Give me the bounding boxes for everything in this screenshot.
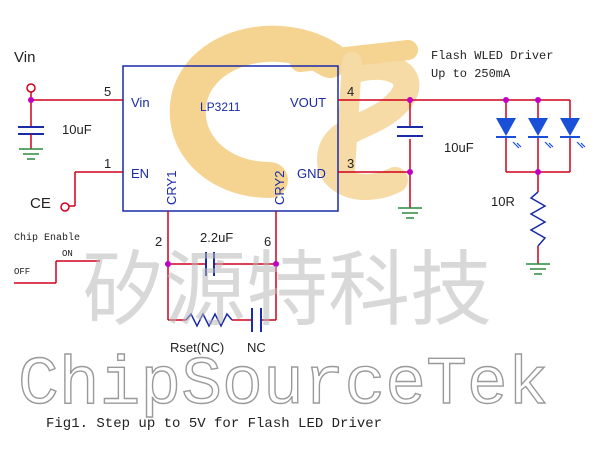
chip-pin-cry1: CRY1 bbox=[164, 171, 179, 205]
ce-label: CE bbox=[30, 195, 51, 212]
output-cap-value: 10uF bbox=[444, 140, 474, 155]
chip-body bbox=[122, 65, 339, 212]
nc-label: NC bbox=[247, 340, 266, 355]
chip-pin-en: EN bbox=[131, 166, 149, 181]
ce-terminal-icon bbox=[60, 202, 70, 212]
on-label: ON bbox=[62, 249, 73, 259]
pin-number-1: 1 bbox=[104, 156, 111, 171]
chip-pin-cry2: CRY2 bbox=[272, 171, 287, 205]
chip-name: LP3211 bbox=[200, 100, 241, 114]
nc-capacitor-icon bbox=[251, 308, 262, 332]
chip-pin-vout: VOUT bbox=[290, 95, 326, 110]
rset-label: Rset(NC) bbox=[170, 340, 224, 355]
chip-pin-vin: Vin bbox=[131, 95, 150, 110]
pin-number-2: 2 bbox=[155, 234, 162, 249]
input-ground-icon bbox=[19, 148, 43, 160]
led-2-icon bbox=[528, 118, 554, 149]
english-watermark: ChipSourceTek bbox=[18, 347, 549, 424]
junction-nodes bbox=[28, 97, 541, 267]
pin-number-6: 6 bbox=[264, 234, 271, 249]
flying-cap-value: 2.2uF bbox=[200, 230, 233, 245]
cst-logo-watermark bbox=[169, 25, 420, 201]
chip-enable-label: Chip Enable bbox=[14, 232, 80, 244]
led-ground-icon bbox=[526, 263, 550, 275]
led-1-icon bbox=[496, 118, 522, 149]
resistor-value: 10R bbox=[491, 194, 515, 209]
rset-resistor-icon bbox=[185, 312, 233, 328]
pin-number-4: 4 bbox=[347, 84, 354, 99]
vin-label: Vin bbox=[14, 49, 35, 66]
pin-number-5: 5 bbox=[104, 84, 111, 99]
figure-caption: Fig1. Step up to 5V for Flash LED Driver bbox=[46, 416, 382, 432]
led-resistor-icon bbox=[529, 191, 547, 247]
flash-title-line1: Flash WLED Driver bbox=[431, 49, 553, 63]
off-label: OFF bbox=[14, 267, 30, 277]
vin-terminal-icon bbox=[26, 83, 36, 93]
flash-title-line2: Up to 250mA bbox=[431, 67, 511, 81]
pin-number-3: 3 bbox=[347, 156, 354, 171]
output-ground-icon bbox=[398, 207, 422, 219]
input-capacitor-icon bbox=[18, 126, 44, 135]
flying-capacitor-icon bbox=[205, 252, 215, 276]
chinese-watermark: 矽源特科技 bbox=[82, 245, 492, 336]
wires bbox=[14, 92, 571, 321]
output-capacitor-icon bbox=[397, 126, 423, 137]
led-3-icon bbox=[560, 118, 586, 149]
chip-pin-gnd: GND bbox=[297, 166, 326, 181]
input-cap-value: 10uF bbox=[62, 122, 92, 137]
